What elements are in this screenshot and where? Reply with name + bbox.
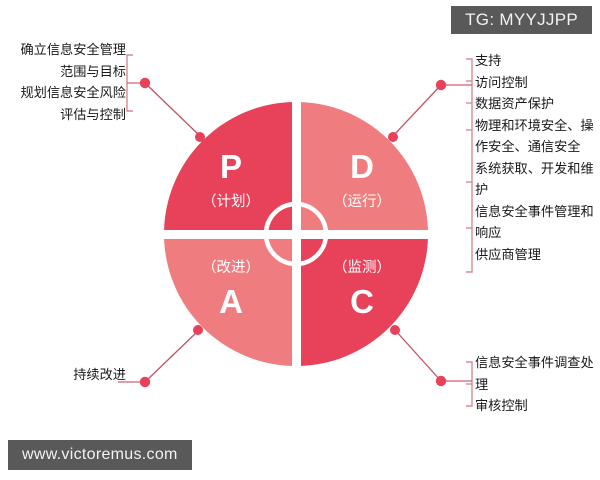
- callout-top-left-line-4: 评估与控制: [60, 107, 126, 123]
- wheel-quadrant-a[interactable]: [164, 102, 428, 366]
- callout-top-left: 确立信息安全管理 范围与目标 规划信息安全风险 评估与控制: [0, 40, 127, 126]
- wheel-label-c: （监测）: [333, 259, 391, 276]
- callout-top-left-line-2: 范围与目标: [60, 64, 126, 80]
- callout-top-left-line-1: 确立信息安全管理: [20, 43, 127, 58]
- wheel-quadrant-c[interactable]: [164, 102, 428, 366]
- wheel-letter-c: C: [350, 283, 374, 320]
- callout-top-right-line-6: 系统获取、开发和维: [475, 161, 594, 177]
- callout-top-right-line-8: 信息安全事件管理和: [475, 204, 594, 220]
- callout-top-left-line-3: 规划信息安全风险: [20, 86, 127, 101]
- callout-bottom-right-line-2: 理: [475, 377, 489, 393]
- anchor-dot-top-right: [388, 132, 398, 142]
- connector-dot-bottom-right: [435, 375, 447, 387]
- callout-top-right-line-5: 作安全、通信安全: [475, 140, 581, 155]
- callout-top-right-line-3: 数据资产保护: [475, 97, 555, 112]
- anchor-dot-bottom-left: [193, 325, 203, 335]
- connector-bottom-right: [390, 325, 473, 407]
- callout-bottom-right-line-3: 审核控制: [475, 399, 528, 414]
- wheel-label-d: （运行）: [333, 193, 391, 210]
- connector-top-right: [388, 58, 473, 273]
- wheel-letter-a: A: [219, 283, 243, 320]
- anchor-dot-top-left: [195, 132, 205, 142]
- callout-top-right-line-1: 支持: [475, 54, 502, 69]
- callout-top-right-line-7: 护: [475, 183, 489, 198]
- anchor-dot-bottom-right: [390, 325, 400, 335]
- wheel-quadrant-d[interactable]: [164, 102, 428, 366]
- callout-top-right-line-10: 供应商管理: [475, 247, 541, 263]
- site-watermark-badge: www.victoremus.com: [8, 440, 192, 470]
- wheel-quadrant-p[interactable]: [164, 102, 428, 366]
- callout-top-right-line-9: 响应: [475, 226, 502, 241]
- callout-top-right: 支持 访问控制 数据资产保护 物理和环境安全、操 作安全、通信安全 系统获取、开…: [475, 51, 600, 266]
- callout-bottom-left: 持续改进: [0, 365, 126, 387]
- wheel-label-a: （改进）: [202, 259, 260, 276]
- connector-dot-bottom-left: [139, 376, 151, 388]
- connector-bottom-left: [118, 325, 203, 388]
- callout-top-right-line-2: 访问控制: [475, 75, 528, 91]
- wheel-letter-d: D: [350, 148, 374, 185]
- connector-dot-top-right: [435, 79, 447, 91]
- callout-bottom-right-line-1: 信息安全事件调查处: [475, 356, 594, 371]
- wheel-label-p: （计划）: [202, 193, 260, 210]
- callout-top-right-line-4: 物理和环境安全、操: [475, 118, 594, 134]
- quadrant-dividers: [158, 96, 434, 372]
- callout-bottom-right: 信息安全事件调查处 理 审核控制: [475, 353, 600, 418]
- connector-top-left: [126, 54, 205, 142]
- tg-watermark-badge: TG: MYYJJPP: [451, 6, 592, 34]
- connector-dot-top-left: [139, 77, 151, 89]
- wheel-letter-p: P: [220, 148, 242, 185]
- callout-bottom-left-line-1: 持续改进: [73, 368, 126, 383]
